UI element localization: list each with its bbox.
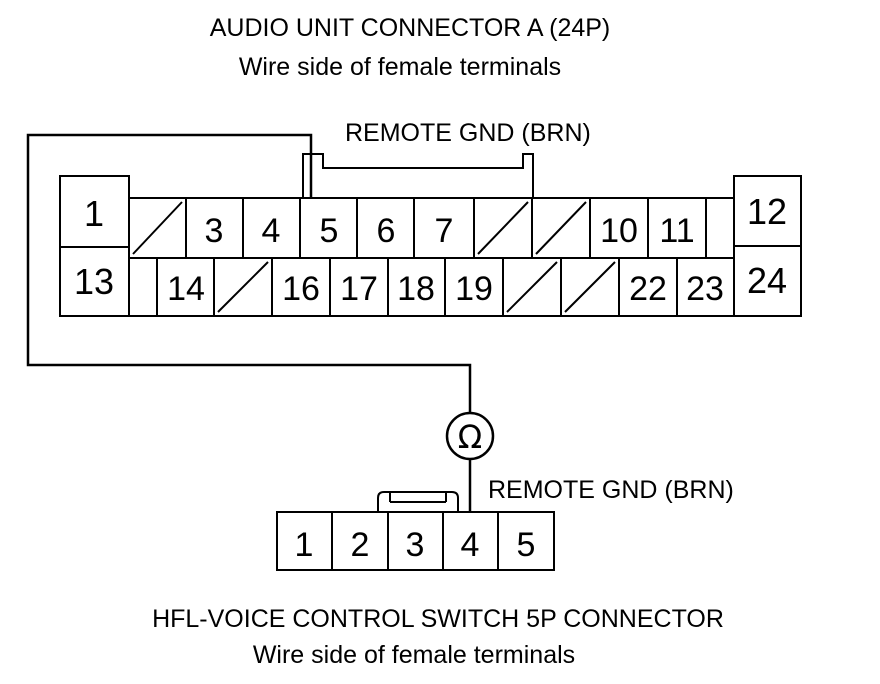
connector-b-pin-3: 3 <box>406 526 425 564</box>
connector-a-pin-7: 7 <box>435 212 454 250</box>
connector-b-title: HFL-VOICE CONTROL SWITCH 5P CONNECTOR <box>152 605 724 633</box>
unused-cavity-20 <box>506 261 558 313</box>
connector-a-pin-12: 12 <box>747 191 787 232</box>
connector-a-pin-19: 19 <box>455 270 493 308</box>
connector-a-pin-16: 16 <box>282 270 320 308</box>
connector-a-pin-23: 23 <box>686 270 724 308</box>
connector-a-pin-22: 22 <box>629 270 667 308</box>
connector-b-outline <box>276 511 555 571</box>
connector-a-wire-label: REMOTE GND (BRN) <box>345 119 591 147</box>
unused-cavity-15 <box>217 261 269 313</box>
connector-a-pin-1: 1 <box>84 193 104 234</box>
ohm-symbol: Ω <box>458 418 482 456</box>
connector-a-pin-14: 14 <box>167 270 205 308</box>
connector-b-pin-1: 1 <box>295 526 314 564</box>
connector-a-title: AUDIO UNIT CONNECTOR A (24P) <box>210 14 611 42</box>
connector-a-pin-11: 11 <box>659 212 694 250</box>
connector-b-lock-tab <box>377 491 459 512</box>
connector-a-pin-18: 18 <box>397 270 435 308</box>
unused-cavity-2 <box>132 201 183 255</box>
connector-b-wire-label: REMOTE GND (BRN) <box>488 476 734 504</box>
connector-b-pin-2: 2 <box>351 526 370 564</box>
connector-a-pin-5: 5 <box>320 212 339 250</box>
unused-cavity-9 <box>535 201 587 255</box>
audio-unit-connector-a: 1 3 4 5 6 7 10 11 12 13 14 16 17 18 19 2… <box>59 153 802 317</box>
test-lead-wire-a <box>26 133 472 413</box>
connector-a-pin-17: 17 <box>340 270 378 308</box>
unused-cavity-21 <box>564 261 616 313</box>
connector-b-pin-4: 4 <box>461 526 480 564</box>
connector-a-pin-10: 10 <box>600 212 638 250</box>
connector-a-pin-6: 6 <box>377 212 396 250</box>
voice-control-switch-connector: 1 2 3 4 5 <box>276 491 555 571</box>
connector-a-pin-24: 24 <box>747 260 787 301</box>
connector-a-lock-tab <box>302 153 534 198</box>
ohmmeter-icon: Ω <box>445 411 495 461</box>
connector-b-subtitle: Wire side of female terminals <box>253 641 575 669</box>
connector-a-subtitle: Wire side of female terminals <box>239 53 561 81</box>
unused-cavity-8 <box>477 201 529 255</box>
connector-a-pin-13: 13 <box>74 261 114 302</box>
connector-b-pin-5: 5 <box>517 526 536 564</box>
connector-a-pin-3: 3 <box>205 212 224 250</box>
connector-a-outline <box>59 175 802 317</box>
connector-a-pin-4: 4 <box>262 212 281 250</box>
